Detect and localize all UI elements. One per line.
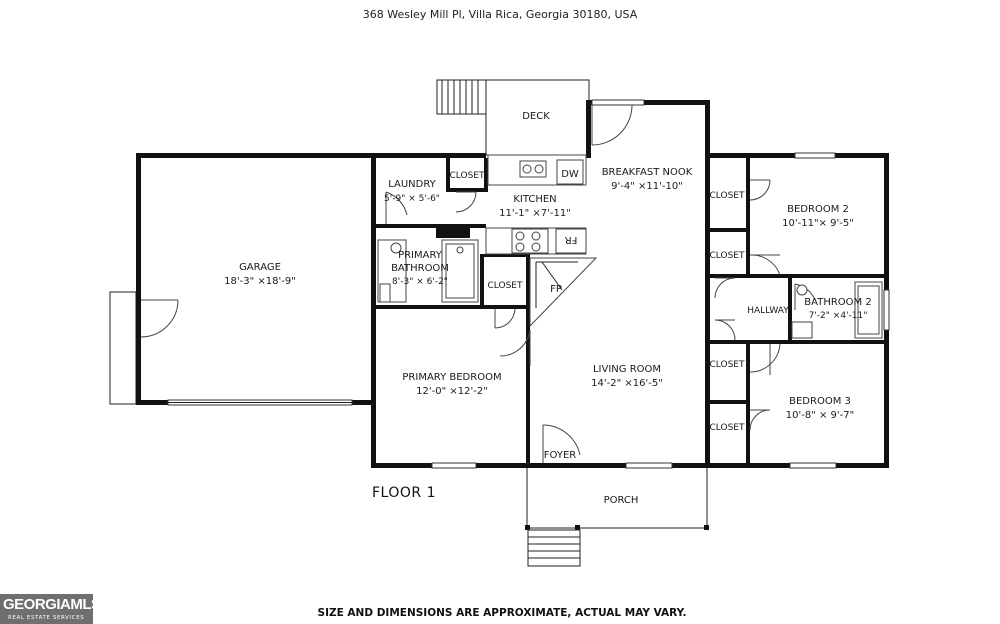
bedroom2-dims: 10'-11"× 9'-5": [782, 218, 854, 229]
closet-primary-label: CLOSET: [488, 281, 523, 291]
bedroom3-label: BEDROOM 3: [789, 396, 851, 407]
doors: [140, 104, 816, 463]
bathroom2-label: BATHROOM 2: [804, 297, 871, 308]
closet-laundry-label: CLOSET: [450, 171, 485, 181]
porch-label: PORCH: [604, 495, 639, 506]
primary-bathroom-label-1: PRIMARY: [398, 250, 443, 261]
fridge-label: FR: [565, 234, 578, 245]
georgia-mls-logo: GEORGIAMLS REAL ESTATE SERVICES: [0, 594, 101, 624]
primary-bathroom-label-2: BATHROOM: [391, 263, 449, 274]
disclaimer: SIZE AND DIMENSIONS ARE APPROXIMATE, ACT…: [318, 607, 687, 619]
closet-bedroom2-lower-label: CLOSET: [710, 251, 745, 261]
fireplace-label: FP: [550, 284, 562, 295]
garage-label: GARAGE: [239, 262, 281, 273]
windows: [167, 99, 890, 469]
kitchen-fixtures: DW FR: [485, 154, 587, 255]
laundry-dims: 5'-9" × 5'-6": [384, 194, 440, 204]
laundry-label: LAUNDRY: [388, 179, 436, 190]
porch: [525, 466, 709, 567]
closet-bedroom3-lower-label: CLOSET: [710, 423, 745, 433]
foyer-label: FOYER: [544, 450, 577, 461]
breakfast-nook-label: BREAKFAST NOOK: [602, 167, 693, 178]
floor-label: FLOOR 1: [372, 485, 436, 501]
breakfast-nook-dims: 9'-4" ×11'-10": [611, 181, 683, 192]
kitchen-dims: 11'-1" ×7'-11": [499, 208, 571, 219]
logo-main-text: GEORGIAMLS: [3, 596, 101, 613]
garage-dims: 18'-3" ×18'-9": [224, 276, 296, 287]
hallway-label: HALLWAY: [747, 306, 789, 316]
bedroom2-label: BEDROOM 2: [787, 204, 849, 215]
living-room-label: LIVING ROOM: [593, 364, 661, 375]
bedroom3-dims: 10'-8" × 9'-7": [786, 410, 854, 421]
deck-label: DECK: [522, 111, 550, 122]
dishwasher-label: DW: [561, 169, 579, 180]
fireplace: FP: [529, 257, 598, 328]
primary-bathroom-dims: 8'-3" × 6'-2": [392, 277, 448, 287]
bathroom2-dims: 7'-2" ×4'-11": [809, 311, 868, 321]
deck: [436, 79, 590, 156]
bathroom-fixtures: [377, 239, 883, 339]
living-room-dims: 14'-2" ×16'-5": [591, 378, 663, 389]
property-address: 368 Wesley Mill Pl, Villa Rica, Georgia …: [363, 8, 638, 21]
closet-bedroom2-upper-label: CLOSET: [710, 191, 745, 201]
primary-bedroom-dims: 12'-0" ×12'-2": [416, 386, 488, 397]
primary-bedroom-label: PRIMARY BEDROOM: [402, 372, 501, 383]
logo-sub-text: REAL ESTATE SERVICES: [8, 615, 85, 621]
garage-entry-step: [109, 291, 137, 405]
kitchen-label: KITCHEN: [513, 194, 556, 205]
closet-bedroom3-upper-label: CLOSET: [710, 360, 745, 370]
